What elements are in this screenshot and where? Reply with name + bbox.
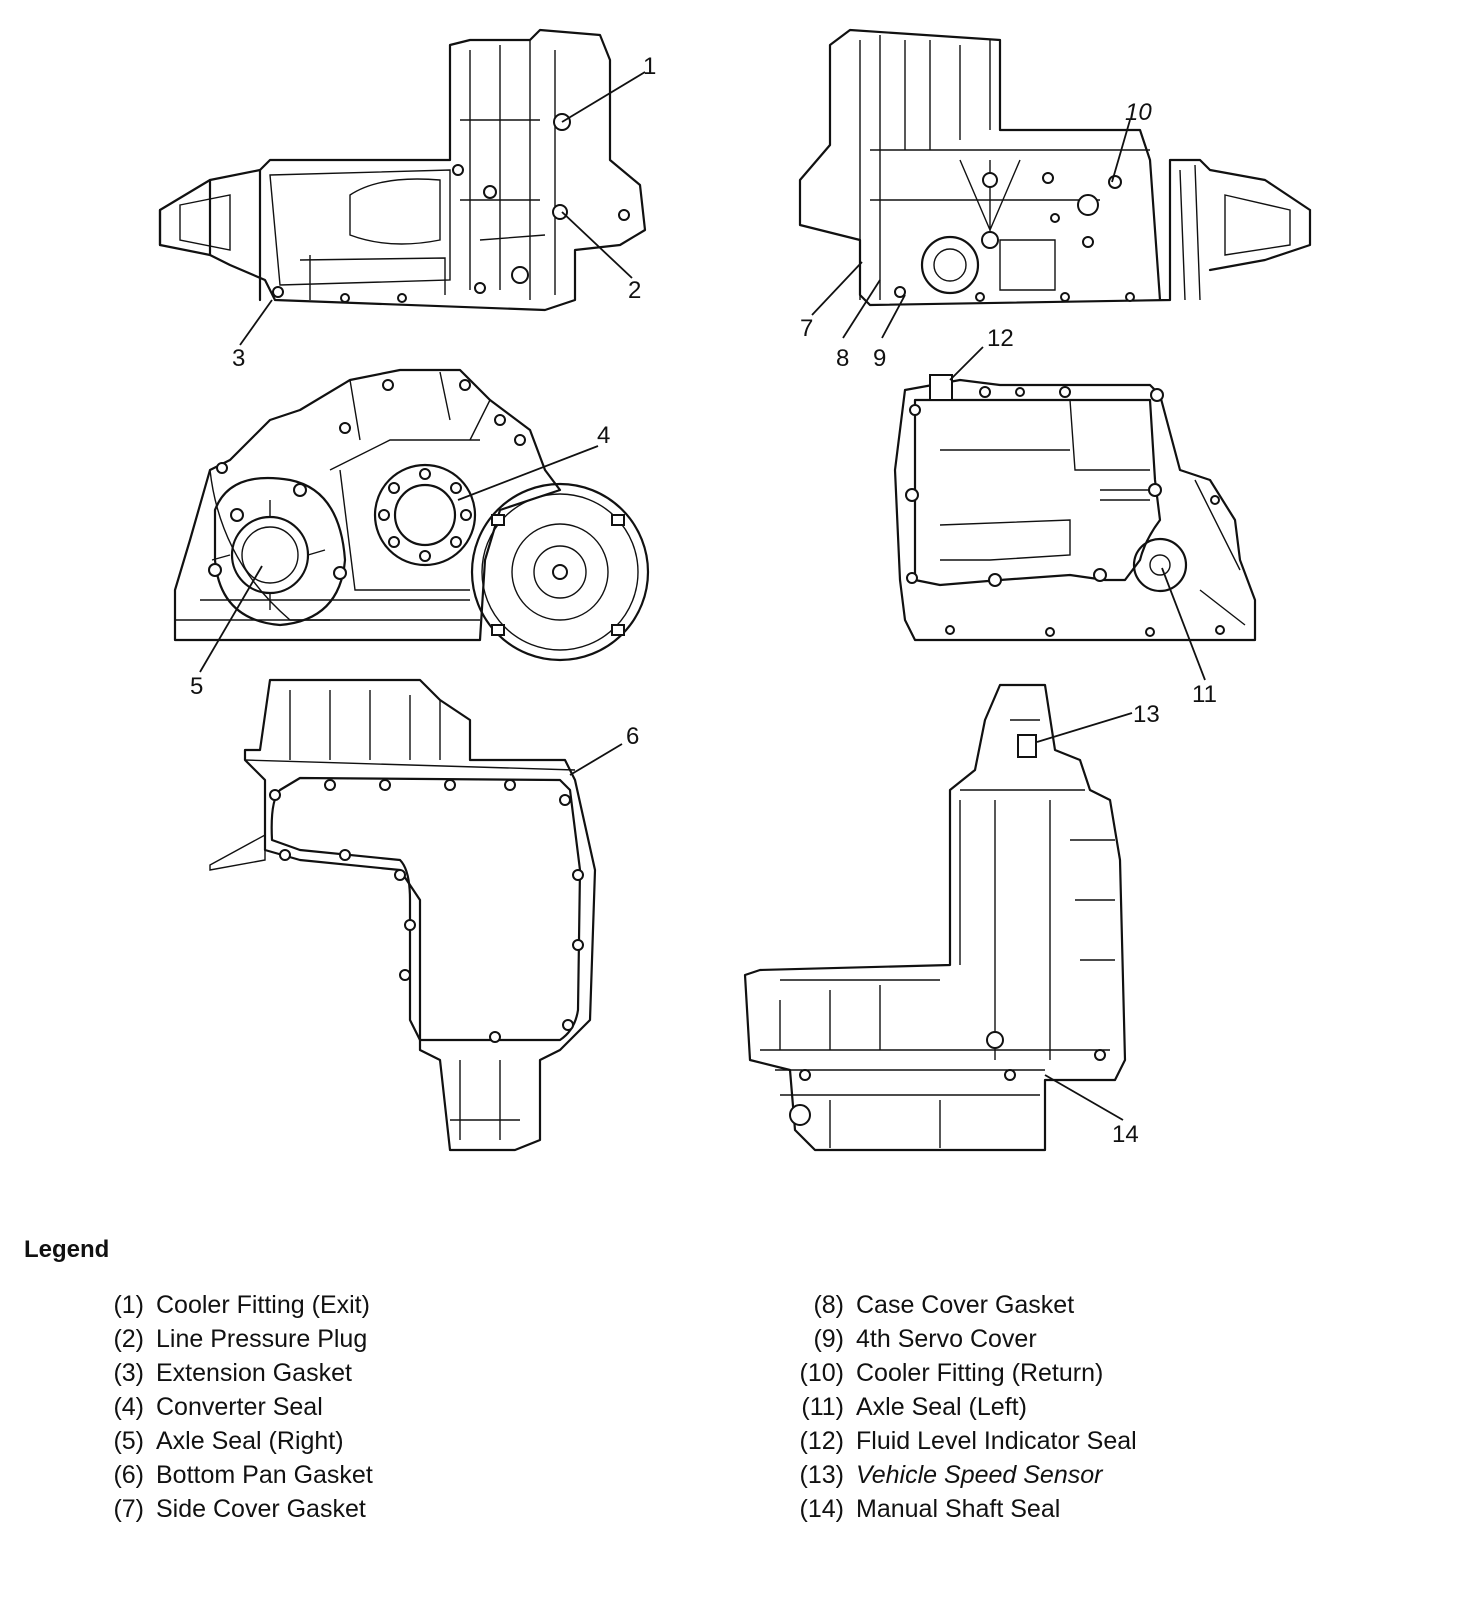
legend-item-label: Manual Shaft Seal [856, 1494, 1061, 1523]
legend-item-number: (6) [113, 1460, 144, 1489]
callout-6: 6 [626, 723, 639, 750]
callout-12: 12 [987, 325, 1014, 352]
legend-title: Legend [24, 1236, 110, 1263]
view-top-left [158, 28, 647, 312]
legend-item-number: (1) [113, 1290, 144, 1319]
callout-4: 4 [597, 422, 610, 449]
legend-item: (2) Line Pressure Plug [80, 1322, 373, 1356]
callout-2: 2 [628, 277, 641, 304]
legend-item-number: (11) [801, 1392, 844, 1421]
legend-item-number: (9) [813, 1324, 844, 1353]
legend-item-number: (5) [113, 1426, 144, 1455]
callout-11: 11 [1192, 681, 1217, 708]
legend-item: (7) Side Cover Gasket [80, 1492, 373, 1526]
callout-14: 14 [1112, 1121, 1139, 1148]
callout-5: 5 [190, 673, 203, 700]
legend-item-number: (12) [799, 1426, 844, 1455]
legend-item-label: Axle Seal (Right) [156, 1426, 344, 1455]
legend-item-number: (7) [113, 1494, 144, 1523]
legend-item: (1) Cooler Fitting (Exit) [80, 1288, 373, 1322]
legend-item-number: (8) [813, 1290, 844, 1319]
view-middle-left [173, 368, 650, 662]
callout-13: 13 [1133, 701, 1160, 728]
legend-item-number: (4) [113, 1392, 144, 1421]
legend-item-label: Bottom Pan Gasket [156, 1460, 373, 1489]
legend-item: (12) Fluid Level Indicator Seal [786, 1424, 1137, 1458]
legend-item-label: Cooler Fitting (Exit) [156, 1290, 370, 1319]
legend-item: (3) Extension Gasket [80, 1356, 373, 1390]
legend-column-right: (8)Case Cover Gasket (9)4th Servo Cover … [786, 1288, 1137, 1526]
legend-item: (5) Axle Seal (Right) [80, 1424, 373, 1458]
legend-item: (9) 4th Servo Cover [786, 1322, 1137, 1356]
callout-3: 3 [232, 345, 245, 372]
legend-item-label: 4th Servo Cover [856, 1324, 1037, 1353]
callout-10: 10 [1125, 99, 1152, 126]
view-bottom-right [743, 683, 1127, 1152]
transmission-seal-diagram: 1 2 3 4 5 6 7 8 9 10 11 12 13 14 [158, 28, 1312, 1152]
legend-item-number: (2) [113, 1324, 144, 1353]
legend-item-label: Axle Seal (Left) [856, 1392, 1027, 1421]
legend-item-label: Vehicle Speed Sensor [856, 1460, 1103, 1489]
legend-item: (6) Bottom Pan Gasket [80, 1458, 373, 1492]
legend-item: (13) Vehicle Speed Sensor [786, 1458, 1137, 1492]
legend-item-label: Cooler Fitting (Return) [856, 1358, 1104, 1387]
view-top-right [798, 28, 1312, 307]
legend-item-number: (14) [799, 1494, 844, 1523]
callout-8: 8 [836, 345, 849, 372]
legend-item: (14) Manual Shaft Seal [786, 1492, 1137, 1526]
legend-item: (11) Axle Seal (Left) [786, 1390, 1137, 1424]
legend-item: (8) Case Cover Gasket [786, 1288, 1137, 1322]
legend-item-label: Side Cover Gasket [156, 1494, 366, 1523]
legend-item-number: (10) [799, 1358, 844, 1387]
view-bottom-left [209, 678, 597, 1152]
view-middle-right [893, 374, 1257, 642]
legend-column-left: (1) Cooler Fitting (Exit) (2) Line Pressur… [80, 1288, 373, 1526]
legend-item-label: Fluid Level Indicator Seal [856, 1426, 1137, 1455]
callout-1: 1 [643, 53, 656, 80]
callout-7: 7 [800, 315, 813, 342]
callout-9: 9 [873, 345, 886, 372]
legend-item-number: (13) [799, 1460, 844, 1489]
legend-item-number: (3) [113, 1358, 144, 1387]
legend-item-label: Extension Gasket [156, 1358, 352, 1387]
callout-leaders [199, 71, 1206, 1121]
legend-item: (4) Converter Seal [80, 1390, 373, 1424]
legend-item-label: Converter Seal [156, 1392, 323, 1421]
legend-item-label: Line Pressure Plug [156, 1324, 368, 1353]
legend: Legend (1) Cooler Fitting (Exit) (2) Line … [0, 1236, 1472, 1576]
legend-item: (10) Cooler Fitting (Return) [786, 1356, 1137, 1390]
legend-item-label: Case Cover Gasket [856, 1290, 1075, 1319]
callout-numbers: 1 2 3 4 5 6 7 8 9 10 11 12 13 14 [190, 53, 1217, 1148]
